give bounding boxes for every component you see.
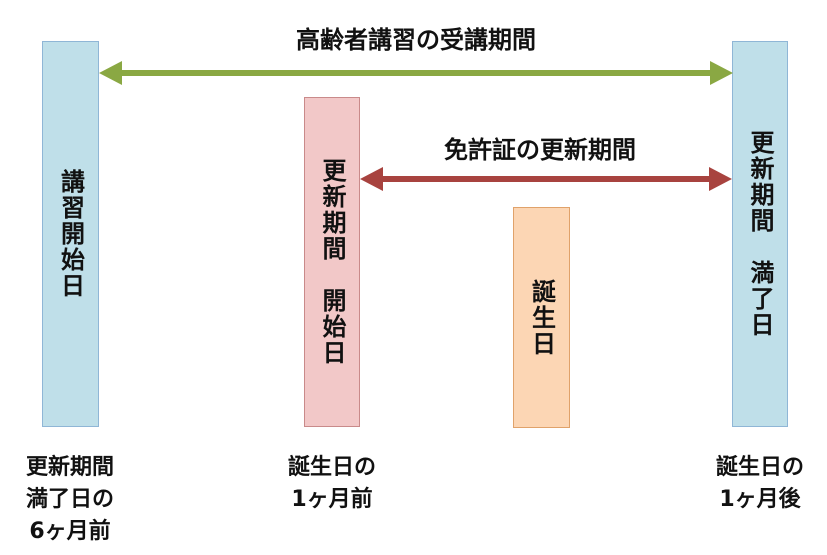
bar-lecture-start: 講習開始日 [42,41,99,427]
bar-renewal-start-label: 更新期間 開始日 [318,158,346,366]
lecture-start-timing-label: 更新期間 満了日の 6ヶ月前 [26,452,114,548]
renewal-period-arrow [360,167,732,191]
bar-lecture-start-label: 講習開始日 [56,169,85,299]
renewal-end-timing-line: 誕生日の [715,455,805,480]
renewal-end-timing-line: 1ヶ月後 [719,487,801,512]
renewal-period-title: 免許証の更新期間 [444,136,636,164]
lecture-start-timing-line: 更新期間 [25,455,115,480]
lecture-start-timing-line: 満了日の [25,487,115,512]
lecture-period-title: 高齢者講習の受講期間 [296,26,536,54]
bar-renewal-end: 更新期間 満了日 [732,41,788,427]
renewal-start-timing-line: 1ヶ月前 [291,487,373,512]
renewal-end-timing-label: 誕生日の 1ヶ月後 [716,452,804,516]
bar-birthday: 誕生日 [513,207,570,428]
renewal-start-timing-line: 誕生日の [287,455,377,480]
lecture-start-timing-line: 6ヶ月前 [29,519,111,544]
lecture-period-arrow [99,61,733,85]
bar-renewal-start: 更新期間 開始日 [304,97,360,427]
renewal-start-timing-label: 誕生日の 1ヶ月前 [288,452,376,516]
bar-renewal-end-label: 更新期間 満了日 [746,130,774,338]
bar-birthday-label: 誕生日 [527,278,556,357]
